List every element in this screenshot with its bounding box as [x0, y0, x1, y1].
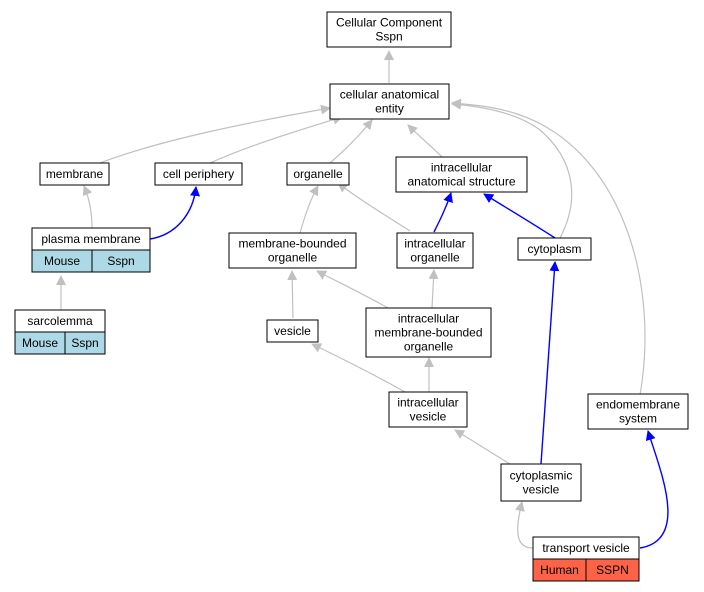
edge-organelle-to-cae — [329, 119, 373, 164]
node-box — [587, 393, 689, 430]
annotation-species: Mouse — [44, 254, 80, 268]
edge-vesicle-to-mbo — [287, 270, 298, 319]
edge-imbo-to-io — [428, 269, 439, 309]
node-box — [39, 162, 110, 186]
node-label-line: organelle — [268, 251, 318, 265]
node-membrane[interactable]: membrane — [39, 162, 110, 186]
node-label-line: transport vesicle — [542, 541, 630, 555]
node-box — [396, 232, 474, 269]
annotation-gene: SSPN — [596, 563, 629, 577]
edge-ias-to-cae — [407, 124, 443, 158]
node-label-line: membrane-bounded — [238, 237, 346, 251]
node-box — [395, 156, 528, 193]
edge-tv-to-endomembrane — [639, 430, 669, 549]
edge-plasma-to-membrane — [82, 185, 93, 229]
node-label-line: cytoplasm — [527, 242, 581, 256]
node-label-line: cell periphery — [163, 167, 234, 181]
edge-tv-to-cv — [514, 501, 534, 549]
node-label-line: vesicle — [274, 324, 311, 338]
node-label-line: intracellular — [397, 396, 458, 410]
node-cytoplasm[interactable]: cytoplasm — [517, 237, 592, 261]
edge-io-to-ias — [433, 192, 453, 233]
node-label-line: intracellular — [398, 312, 459, 326]
edge-cytoplasm-to-ias — [483, 193, 556, 239]
node-label-line: system — [619, 412, 657, 426]
annotation-species: Mouse — [22, 336, 58, 350]
edge-plasma-to-periphery — [149, 186, 201, 240]
annotation-gene: Sspn — [107, 254, 134, 268]
node-label-line: entity — [375, 102, 404, 116]
edge-io-to-organelle — [337, 182, 411, 232]
edge-cv-to-cytoplasm — [540, 261, 560, 465]
annotation-gene-cell — [64, 331, 106, 355]
node-label-line: vesicle — [523, 483, 560, 497]
edge-periphery-to-cae — [209, 114, 343, 164]
node-label-line: endomembrane — [596, 398, 680, 412]
node-box — [154, 162, 243, 186]
node-label-line: Cellular Component — [336, 16, 443, 30]
node-box — [266, 319, 319, 343]
node-label-line: plasma membrane — [41, 232, 141, 246]
node-label-line: membrane — [46, 167, 104, 181]
node-label-line: organelle — [293, 167, 343, 181]
node-box — [517, 237, 592, 261]
node-box — [228, 232, 357, 269]
edge-membrane-to-cae — [99, 104, 331, 164]
node-box — [388, 391, 468, 428]
edge-cv-to-iv — [454, 429, 511, 465]
node-label-line: sarcolemma — [27, 314, 93, 328]
edge-endomembrane-to-cae — [451, 98, 646, 396]
node-label-line: membrane-bounded — [374, 326, 482, 340]
node-label-line: intracellular — [431, 161, 492, 175]
annotation-gene-cell — [91, 249, 151, 273]
node-label-line: intracellular — [404, 237, 465, 251]
node-label-line: organelle — [404, 340, 454, 354]
node-box — [365, 307, 492, 358]
edge-imbo-to-mbo — [316, 270, 389, 309]
node-cell-periphery[interactable]: cell periphery — [154, 162, 243, 186]
node-box — [329, 83, 450, 120]
annotation-gene: Sspn — [71, 336, 98, 350]
edge-iv-to-vesicle — [311, 343, 406, 393]
node-label-line: cellular anatomical — [340, 88, 439, 102]
edges-layer — [56, 50, 669, 549]
node-label-line: cytoplasmic — [510, 469, 573, 483]
edge-mbo-to-organelle — [299, 185, 319, 234]
annotation-species: Human — [540, 563, 579, 577]
node-label-line: vesicle — [410, 410, 447, 424]
node-organelle[interactable]: organelle — [286, 162, 350, 186]
node-label-line: anatomical structure — [407, 175, 515, 189]
node-box — [286, 162, 350, 186]
node-box — [500, 463, 582, 502]
node-label-line: organelle — [410, 251, 460, 265]
node-label-line: Sspn — [375, 30, 402, 44]
node-vesicle[interactable]: vesicle — [266, 319, 319, 343]
annotation-gene-cell — [585, 558, 640, 582]
edge-cytoplasm-to-cae — [451, 99, 573, 239]
node-box — [326, 11, 452, 48]
